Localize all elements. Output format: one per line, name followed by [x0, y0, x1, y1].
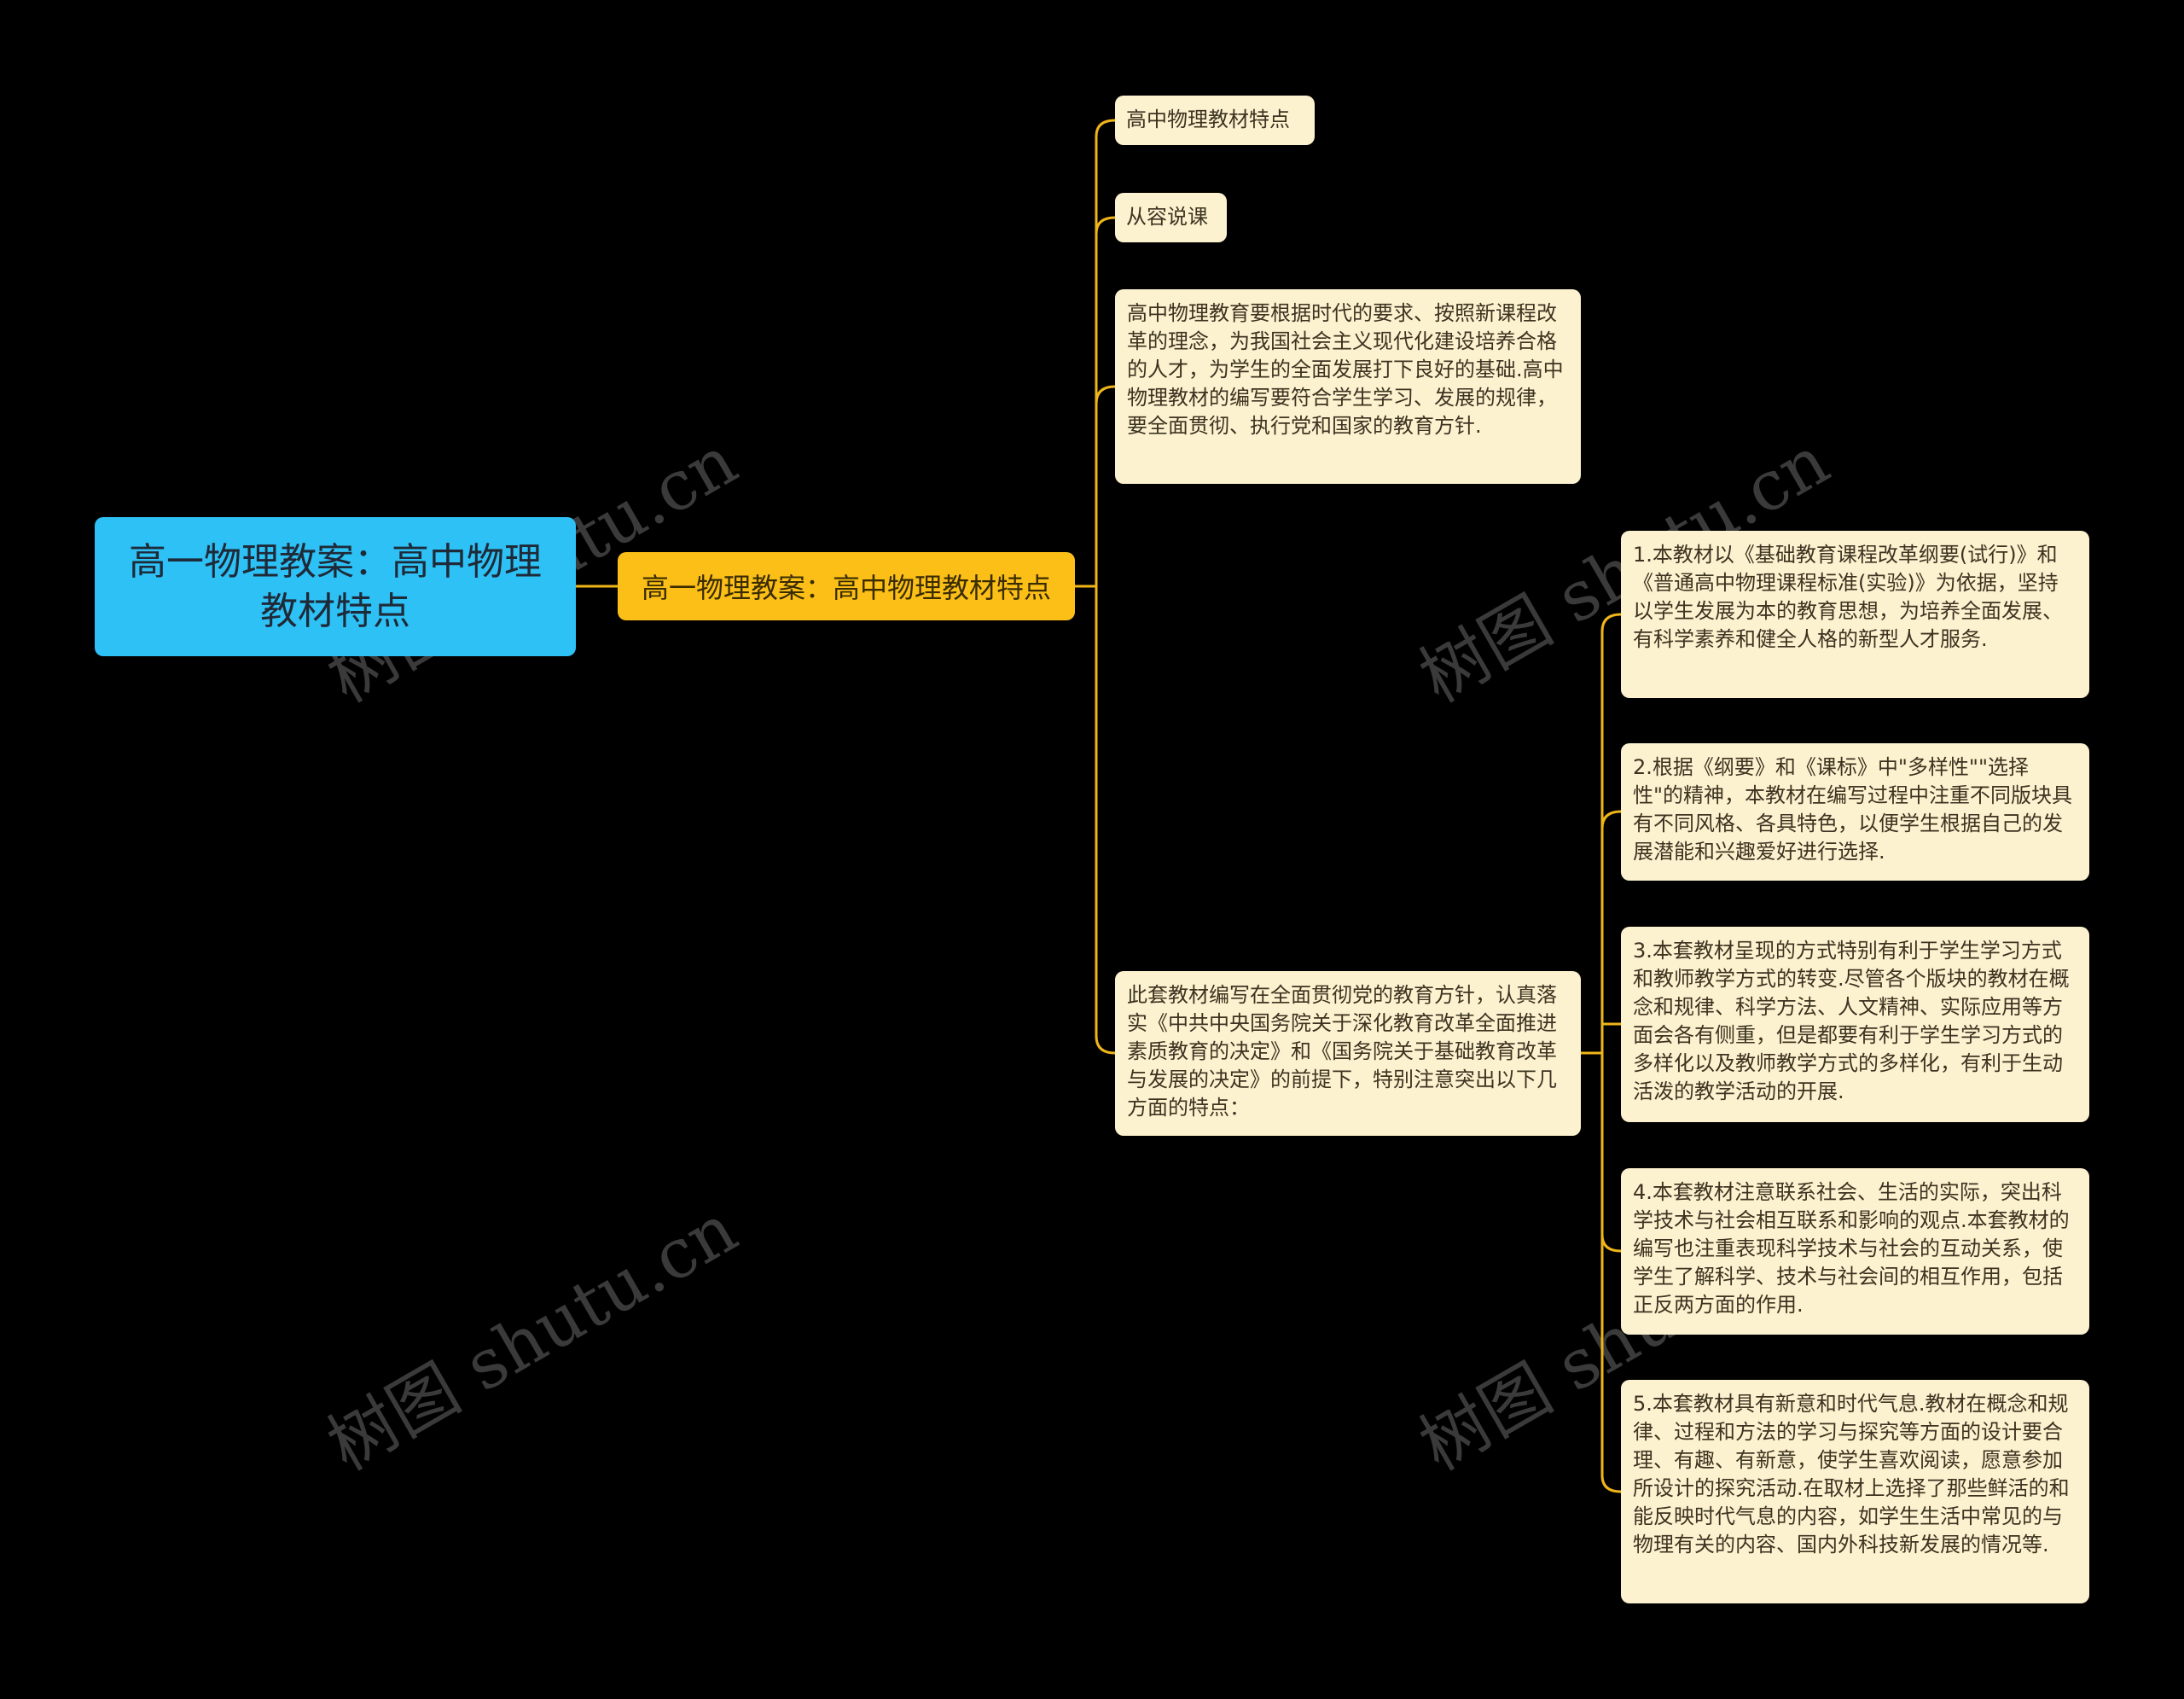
link-detail-5 — [1600, 1475, 1622, 1493]
detail-node-text: 1.本教材以《基础教育课程改革纲要(试行)》和《普通高中物理课程标准(实验)》为… — [1633, 543, 2063, 651]
detail-node-text: 5.本套教材具有新意和时代气息.教材在概念和规律、过程和方法的学习与探究等方面的… — [1633, 1392, 2070, 1556]
link-detail-4 — [1600, 1234, 1622, 1253]
link-child-3 — [1095, 385, 1116, 404]
link-detail-2 — [1600, 810, 1622, 829]
detail-node-1[interactable]: 1.本教材以《基础教育课程改革纲要(试行)》和《普通高中物理课程标准(实验)》为… — [1621, 531, 2089, 698]
detail-node-text: 2.根据《纲要》和《课标》中"多样性""选择性"的精神，本教材在编写过程中注重不… — [1633, 755, 2073, 864]
root-node[interactable]: 高一物理教案：高中物理教材特点 — [95, 517, 576, 656]
child-node-text: 此套教材编写在全面贯彻党的教育方针，认真落实《中共中央国务院关于深化教育改革全面… — [1127, 983, 1557, 1120]
detail-node-2[interactable]: 2.根据《纲要》和《课标》中"多样性""选择性"的精神，本教材在编写过程中注重不… — [1621, 743, 2089, 881]
child-node-title[interactable]: 高中物理教材特点 — [1115, 96, 1315, 145]
main-topic-node[interactable]: 高一物理教案：高中物理教材特点 — [618, 552, 1075, 620]
detail-node-text: 3.本套教材呈现的方式特别有利于学生学习方式和教师教学方式的转变.尽管各个版块的… — [1633, 939, 2070, 1103]
main-topic-label: 高一物理教案：高中物理教材特点 — [641, 572, 1051, 604]
detail-node-5[interactable]: 5.本套教材具有新意和时代气息.教材在概念和规律、过程和方法的学习与探究等方面的… — [1621, 1380, 2089, 1603]
child-node-intro[interactable]: 高中物理教育要根据时代的要求、按照新课程改革的理念，为我国社会主义现代化建设培养… — [1115, 289, 1581, 484]
link-child-2 — [1095, 216, 1116, 235]
child-node-text: 高中物理教材特点 — [1126, 108, 1290, 131]
child-node-lesson[interactable]: 从容说课 — [1115, 193, 1227, 242]
child-node-features[interactable]: 此套教材编写在全面贯彻党的教育方针，认真落实《中共中央国务院关于深化教育改革全面… — [1115, 971, 1581, 1136]
detail-node-4[interactable]: 4.本套教材注意联系社会、生活的实际，突出科学技术与社会相互联系和影响的观点.本… — [1621, 1168, 2089, 1335]
link-child-4 — [1095, 1035, 1116, 1055]
link-child-1 — [1095, 119, 1116, 137]
link-detail-1 — [1600, 613, 1622, 632]
root-node-label: 高一物理教案：高中物理教材特点 — [129, 539, 542, 633]
detail-node-text: 4.本套教材注意联系社会、生活的实际，突出科学技术与社会相互联系和影响的观点.本… — [1633, 1180, 2070, 1317]
child-node-text: 高中物理教育要根据时代的要求、按照新课程改革的理念，为我国社会主义现代化建设培养… — [1127, 301, 1564, 438]
detail-node-3[interactable]: 3.本套教材呈现的方式特别有利于学生学习方式和教师教学方式的转变.尽管各个版块的… — [1621, 927, 2089, 1122]
child-node-text: 从容说课 — [1126, 205, 1208, 229]
